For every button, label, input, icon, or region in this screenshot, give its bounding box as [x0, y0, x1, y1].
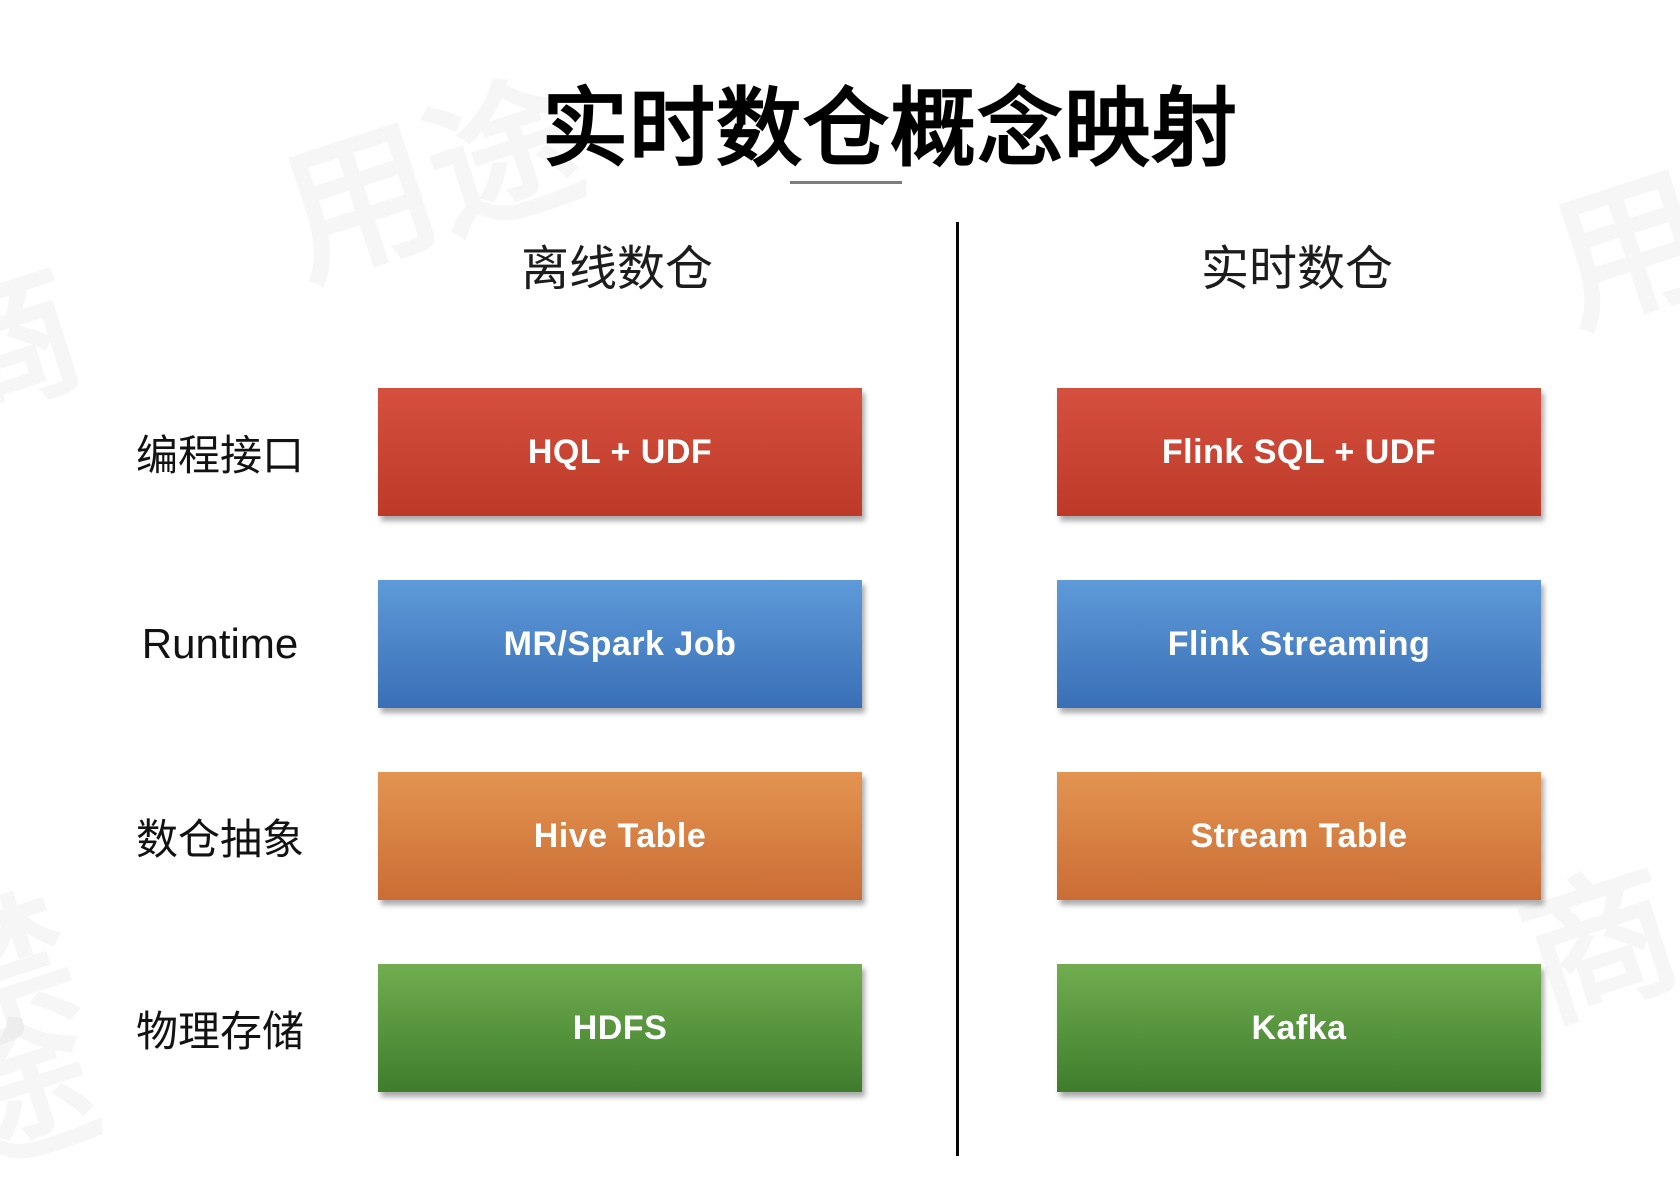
realtime-box: Kafka [1057, 964, 1541, 1092]
mapping-row: 物理存储 HDFS Kafka [0, 964, 1680, 1092]
offline-box-label: HQL + UDF [527, 432, 713, 471]
row-label: 物理存储 [135, 1007, 304, 1055]
offline-box: MR/Spark Job [378, 580, 862, 708]
realtime-box: Flink SQL + UDF [1057, 388, 1541, 516]
realtime-box-label: Flink Streaming [1167, 624, 1431, 663]
realtime-box-label: Kafka [1251, 1008, 1347, 1047]
offline-box: HDFS [378, 964, 862, 1092]
page-title: 实时数仓概念映射 [542, 80, 1238, 177]
mapping-row: 数仓抽象 Hive Table Stream Table [0, 772, 1680, 900]
mapping-row: Runtime MR/Spark Job Flink Streaming [0, 580, 1680, 708]
column-header-realtime: 实时数仓 [1200, 243, 1394, 296]
realtime-box-label: Stream Table [1190, 816, 1408, 855]
offline-box-label: MR/Spark Job [503, 624, 737, 663]
column-divider-line [956, 222, 959, 1156]
row-label: 编程接口 [135, 431, 304, 479]
offline-box-label: HDFS [572, 1008, 668, 1047]
row-label: Runtime [141, 620, 299, 667]
offline-box: Hive Table [378, 772, 862, 900]
offline-box: HQL + UDF [378, 388, 862, 516]
title-divider [790, 181, 902, 184]
column-header-offline: 离线数仓 [520, 243, 714, 296]
realtime-box: Stream Table [1057, 772, 1541, 900]
offline-box-label: Hive Table [533, 816, 707, 855]
mapping-row: 编程接口 HQL + UDF Flink SQL + UDF [0, 388, 1680, 516]
realtime-box-label: Flink SQL + UDF [1161, 432, 1437, 471]
row-label: 数仓抽象 [135, 815, 304, 863]
realtime-box: Flink Streaming [1057, 580, 1541, 708]
